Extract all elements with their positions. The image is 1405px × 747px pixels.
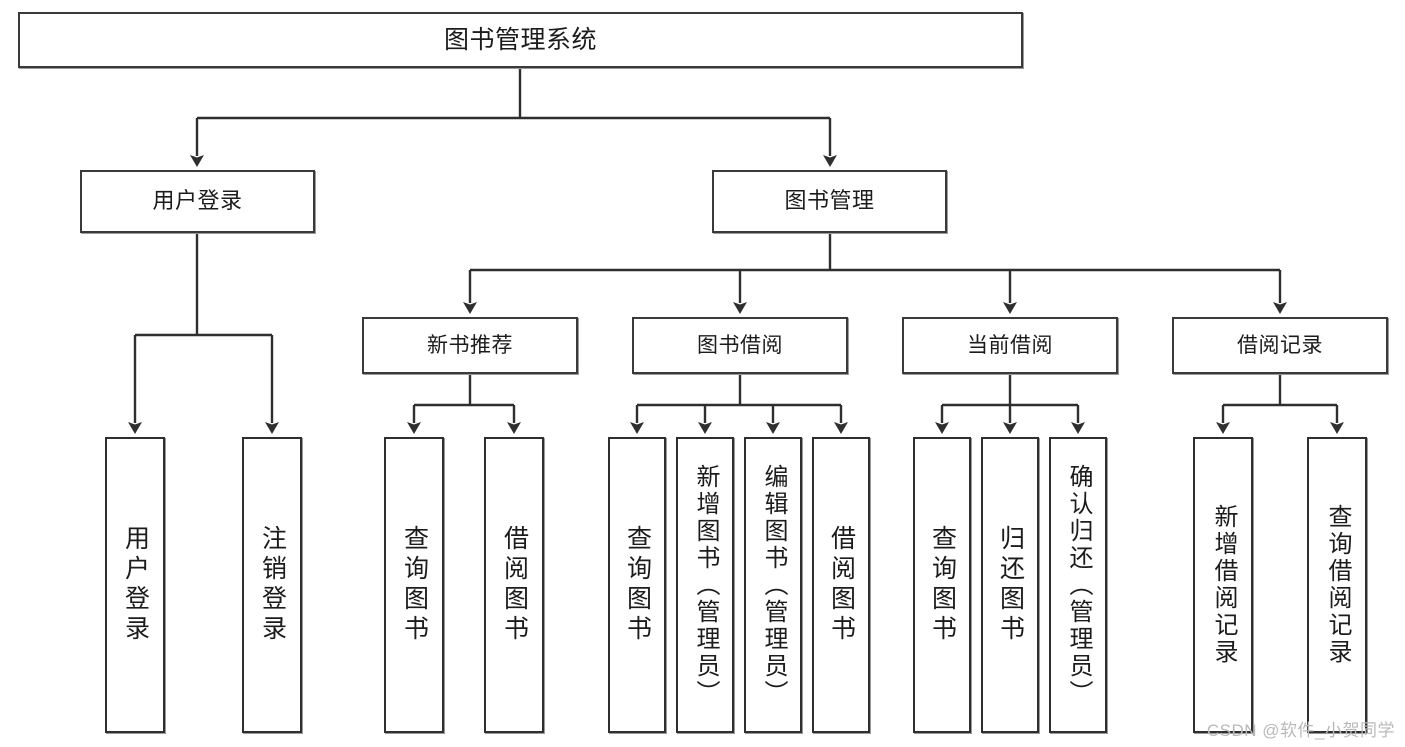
leaf-label: 查询借阅记录 bbox=[1324, 504, 1351, 666]
node-label: 图书管理系统 bbox=[443, 26, 597, 54]
leaf-label: 新增借阅记录 bbox=[1210, 504, 1237, 666]
leaf-label: 借阅图书 bbox=[500, 525, 529, 645]
leaf-label: 用户登录 bbox=[121, 525, 150, 645]
csdn-watermark: CSDN @软件_小贺同学 bbox=[1206, 721, 1395, 740]
leaf-label: 确认归还（管理员） bbox=[1065, 463, 1092, 707]
leaf-query-book-borrow[interactable]: 查询图书 bbox=[608, 437, 666, 733]
node-label: 新书推荐 bbox=[427, 333, 513, 357]
leaf-label: 归还图书 bbox=[996, 525, 1025, 645]
leaf-label: 注销登录 bbox=[258, 525, 287, 645]
node-label: 图书管理 bbox=[784, 188, 875, 214]
leaf-logout[interactable]: 注销登录 bbox=[242, 437, 302, 733]
leaf-borrow-book[interactable]: 借阅图书 bbox=[812, 437, 870, 733]
node-label: 借阅记录 bbox=[1237, 333, 1323, 357]
leaf-query-borrow-record[interactable]: 查询借阅记录 bbox=[1307, 437, 1367, 733]
leaf-query-book-current[interactable]: 查询图书 bbox=[913, 437, 971, 733]
node-user-login[interactable]: 用户登录 bbox=[80, 170, 315, 233]
node-book-borrow[interactable]: 图书借阅 bbox=[632, 317, 848, 374]
leaf-borrow-book-recommend[interactable]: 借阅图书 bbox=[484, 437, 544, 733]
leaf-add-book-admin[interactable]: 新增图书（管理员） bbox=[676, 437, 734, 733]
leaf-label: 编辑图书（管理员） bbox=[760, 463, 787, 707]
leaf-user-login[interactable]: 用户登录 bbox=[105, 437, 165, 733]
node-current-borrow[interactable]: 当前借阅 bbox=[902, 317, 1118, 374]
node-borrow-record[interactable]: 借阅记录 bbox=[1172, 317, 1388, 374]
leaf-label: 查询图书 bbox=[928, 525, 957, 645]
leaf-edit-book-admin[interactable]: 编辑图书（管理员） bbox=[744, 437, 802, 733]
node-new-book-recommend[interactable]: 新书推荐 bbox=[362, 317, 578, 374]
leaf-query-book-recommend[interactable]: 查询图书 bbox=[384, 437, 444, 733]
node-label: 用户登录 bbox=[152, 188, 243, 214]
node-book-management[interactable]: 图书管理 bbox=[712, 170, 947, 233]
leaf-label: 新增图书（管理员） bbox=[692, 463, 719, 707]
node-root-book-management-system[interactable]: 图书管理系统 bbox=[18, 12, 1023, 68]
leaf-label: 借阅图书 bbox=[827, 525, 856, 645]
leaf-add-borrow-record[interactable]: 新增借阅记录 bbox=[1193, 437, 1253, 733]
node-label: 图书借阅 bbox=[697, 333, 783, 357]
leaf-label: 查询图书 bbox=[623, 525, 652, 645]
node-label: 当前借阅 bbox=[967, 333, 1053, 357]
leaf-return-book[interactable]: 归还图书 bbox=[981, 437, 1039, 733]
leaf-confirm-return-admin[interactable]: 确认归还（管理员） bbox=[1049, 437, 1107, 733]
leaf-label: 查询图书 bbox=[400, 525, 429, 645]
